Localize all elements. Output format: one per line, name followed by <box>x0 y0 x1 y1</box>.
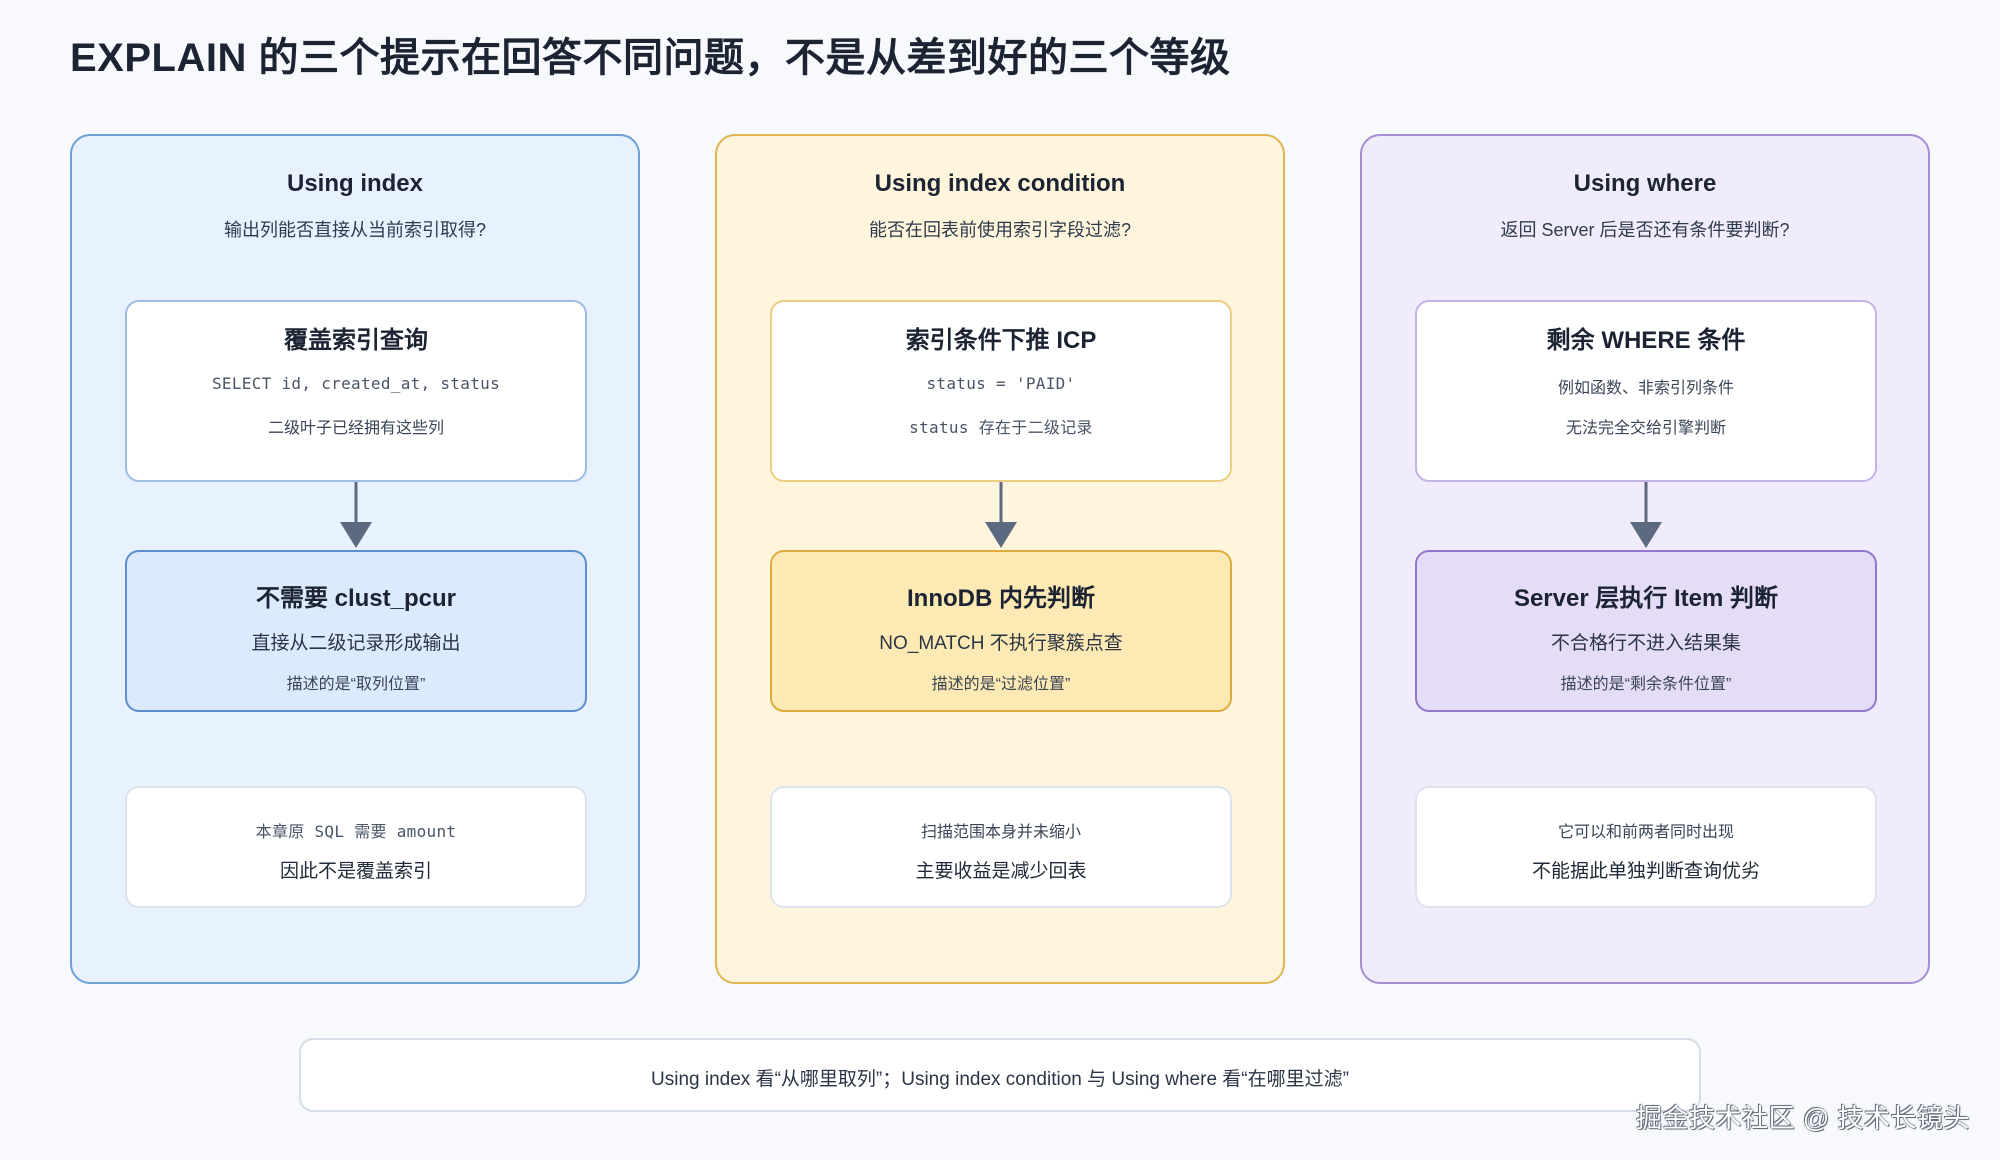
column-using-where: Using where 返回 Server 后是否还有条件要判断? 剩余 WHE… <box>1360 134 1930 984</box>
summary-box: Using index 看“从哪里取列”；Using index conditi… <box>299 1038 1701 1112</box>
column-subtitle: 输出列能否直接从当前索引取得? <box>223 220 486 240</box>
innodb-check-box: InnoDB 内先判断 NO_MATCH 不执行聚簇点查 描述的是“过滤位置” <box>770 550 1232 712</box>
sql-snippet: SELECT id, created_at, status <box>211 374 501 393</box>
box-detail: 例如函数、非索引列条件 <box>1557 380 1734 397</box>
column-heading: Using index <box>286 170 424 197</box>
box-note: 二级叶子已经拥有这些列 <box>267 420 444 437</box>
box-title: 不需要 clust_pcur <box>255 585 457 612</box>
box-title: InnoDB 内先判断 <box>907 585 1095 612</box>
column-subtitle: 能否在回表前使用索引字段过滤? <box>868 220 1131 240</box>
box-note: 描述的是“取列位置” <box>286 676 426 693</box>
note-conclusion: 不能据此单独判断查询优劣 <box>1531 861 1760 882</box>
remaining-where-box: 剩余 WHERE 条件 例如函数、非索引列条件 无法完全交给引擎判断 <box>1415 300 1877 482</box>
icp-box: 索引条件下推 ICP status = 'PAID' status 存在于二级记… <box>770 300 1232 482</box>
column-using-index-condition: Using index condition 能否在回表前使用索引字段过滤? 索引… <box>715 134 1285 984</box>
column-heading: Using where <box>1573 170 1717 197</box>
box-note: 无法完全交给引擎判断 <box>1565 420 1726 437</box>
note-line: 扫描范围本身并未缩小 <box>920 824 1081 841</box>
column-subtitle: 返回 Server 后是否还有条件要判断? <box>1500 220 1790 240</box>
arrow-down-icon <box>1630 482 1662 548</box>
box-title: Server 层执行 Item 判断 <box>1513 585 1779 612</box>
box-note: status 存在于二级记录 <box>909 418 1093 437</box>
box-title: 剩余 WHERE 条件 <box>1546 327 1746 354</box>
box-note: 描述的是“剩余条件位置” <box>1560 676 1732 693</box>
note-line: 本章原 SQL 需要 amount <box>255 822 457 841</box>
box-detail: 不合格行不进入结果集 <box>1550 633 1741 654</box>
icp-note-box: 扫描范围本身并未缩小 主要收益是减少回表 <box>770 786 1232 908</box>
box-title: 覆盖索引查询 <box>284 327 428 354</box>
covering-index-box: 覆盖索引查询 SELECT id, created_at, status 二级叶… <box>125 300 587 482</box>
server-item-box: Server 层执行 Item 判断 不合格行不进入结果集 描述的是“剩余条件位… <box>1415 550 1877 712</box>
column-heading: Using index condition <box>874 170 1126 197</box>
box-note: 描述的是“过滤位置” <box>931 676 1071 693</box>
watermark: 掘金技术社区 @ 技术长镜头 <box>1636 1103 1970 1133</box>
no-clust-pcur-box: 不需要 clust_pcur 直接从二级记录形成输出 描述的是“取列位置” <box>125 550 587 712</box>
summary-text: Using index 看“从哪里取列”；Using index conditi… <box>651 1069 1349 1090</box>
page-title: EXPLAIN 的三个提示在回答不同问题，不是从差到好的三个等级 <box>70 36 1231 80</box>
covering-note-box: 本章原 SQL 需要 amount 因此不是覆盖索引 <box>125 786 587 908</box>
note-conclusion: 主要收益是减少回表 <box>915 861 1087 882</box>
box-detail: NO_MATCH 不执行聚簇点查 <box>879 633 1123 654</box>
box-detail: 直接从二级记录形成输出 <box>251 633 461 654</box>
arrow-down-icon <box>340 482 372 548</box>
arrow-down-icon <box>985 482 1017 548</box>
sql-snippet: status = 'PAID' <box>926 374 1076 393</box>
where-note-box: 它可以和前两者同时出现 不能据此单独判断查询优劣 <box>1415 786 1877 908</box>
column-using-index: Using index 输出列能否直接从当前索引取得? 覆盖索引查询 SELEC… <box>70 134 640 984</box>
note-conclusion: 因此不是覆盖索引 <box>279 861 432 882</box>
box-title: 索引条件下推 ICP <box>905 327 1097 354</box>
note-line: 它可以和前两者同时出现 <box>1557 824 1734 841</box>
